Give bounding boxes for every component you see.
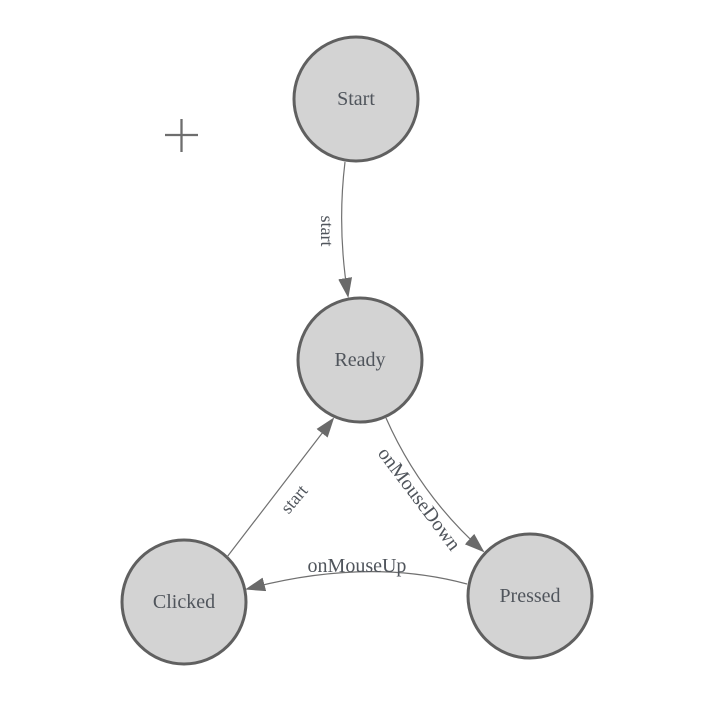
- edge-start-to-ready-path[interactable]: [338, 161, 353, 298]
- edge-clicked-to-ready[interactable]: start: [226, 417, 335, 558]
- node-clicked-label: Clicked: [153, 591, 215, 613]
- edge-start-to-ready[interactable]: start: [317, 161, 353, 298]
- node-clicked[interactable]: Clicked: [120, 538, 248, 666]
- node-pressed-circle[interactable]: [466, 532, 594, 660]
- edge-pressed-to-clicked-label: onMouseUp: [308, 555, 407, 577]
- plus-cursor-icon: [165, 119, 198, 152]
- node-start[interactable]: Start: [292, 35, 420, 163]
- node-start-label: Start: [337, 88, 375, 110]
- edge-ready-to-pressed-label: onMouseDown: [373, 443, 465, 555]
- node-ready-circle[interactable]: [296, 296, 424, 424]
- edge-pressed-to-clicked[interactable]: onMouseUp: [245, 555, 468, 592]
- node-pressed[interactable]: Pressed: [466, 532, 594, 660]
- edge-start-to-ready-label: start: [317, 216, 337, 247]
- edge-ready-to-pressed-path[interactable]: [385, 417, 485, 553]
- edge-clicked-to-ready-path[interactable]: [226, 417, 335, 558]
- node-start-circle[interactable]: [292, 35, 420, 163]
- edge-pressed-to-clicked-path[interactable]: [245, 571, 468, 592]
- node-clicked-circle[interactable]: [120, 538, 248, 666]
- node-ready[interactable]: Ready: [296, 296, 424, 424]
- node-pressed-label: Pressed: [499, 585, 560, 607]
- edge-ready-to-pressed[interactable]: onMouseDown: [373, 417, 485, 555]
- node-ready-label: Ready: [334, 349, 385, 371]
